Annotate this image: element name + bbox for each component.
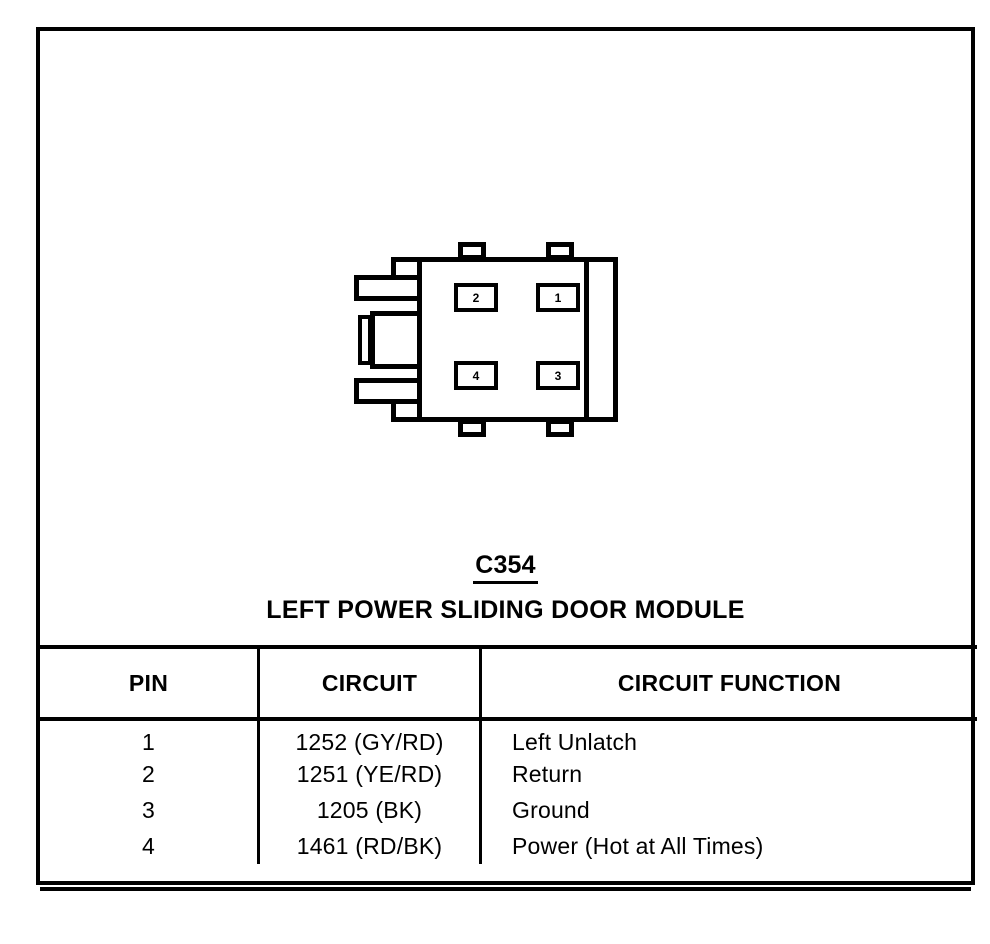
table-row: 2 1251 (YE/RD) Return	[40, 756, 977, 792]
connector-illustration: 2 1 4 3	[346, 239, 631, 439]
cell-function: Return	[512, 760, 583, 787]
cell-pin: 3	[142, 796, 155, 823]
cell-function: Left Unlatch	[512, 729, 638, 755]
cell-circuit: 1461 (RD/BK)	[257, 828, 482, 864]
table-row: 1 1252 (GY/RD) Left Unlatch	[40, 719, 977, 756]
pin-table-body: 1 1252 (GY/RD) Left Unlatch 2 1251 (YE/R…	[40, 719, 977, 864]
connector-code: C354	[40, 551, 971, 584]
pin-cavity-4: 4	[454, 361, 498, 390]
diagram-frame: 2 1 4 3 C354 LEFT POWER SLIDING DOOR MOD…	[36, 27, 977, 891]
pin-cavity-2: 2	[454, 283, 498, 312]
latch-lock-block	[370, 311, 424, 369]
connector-body	[417, 257, 589, 422]
column-header-circuit: CIRCUIT	[257, 645, 482, 721]
table-row: 3 1205 (BK) Ground	[40, 792, 977, 828]
cell-circuit: 1251 (YE/RD)	[257, 756, 482, 792]
table-bottom-rule	[40, 887, 971, 891]
pin-table: PIN CIRCUIT CIRCUIT FUNCTION 1 1252 (GY/…	[40, 645, 977, 864]
latch-arm-upper	[354, 275, 422, 301]
column-header-pin: PIN	[40, 645, 259, 721]
cell-pin: 2	[142, 760, 155, 787]
cell-circuit: 1252 (GY/RD)	[257, 719, 482, 756]
latch-arm-lower	[354, 378, 422, 404]
pin-cavity-1: 1	[536, 283, 580, 312]
pin-cavity-3: 3	[536, 361, 580, 390]
connector-name: LEFT POWER SLIDING DOOR MODULE	[266, 596, 745, 624]
column-header-circuit-function: CIRCUIT FUNCTION	[480, 645, 977, 721]
connector-code-text: C354	[473, 551, 538, 584]
connector-side-rail	[589, 257, 618, 422]
table-header-row: PIN CIRCUIT CIRCUIT FUNCTION	[40, 645, 977, 721]
table-row: 4 1461 (RD/BK) Power (Hot at All Times)	[40, 828, 977, 864]
cell-circuit: 1205 (BK)	[257, 792, 482, 828]
cell-function: Power (Hot at All Times)	[512, 832, 764, 859]
pin-table-head: PIN CIRCUIT CIRCUIT FUNCTION	[40, 645, 977, 721]
cell-pin: 4	[142, 832, 155, 859]
cell-pin: 1	[142, 729, 155, 755]
cell-function: Ground	[512, 796, 590, 823]
